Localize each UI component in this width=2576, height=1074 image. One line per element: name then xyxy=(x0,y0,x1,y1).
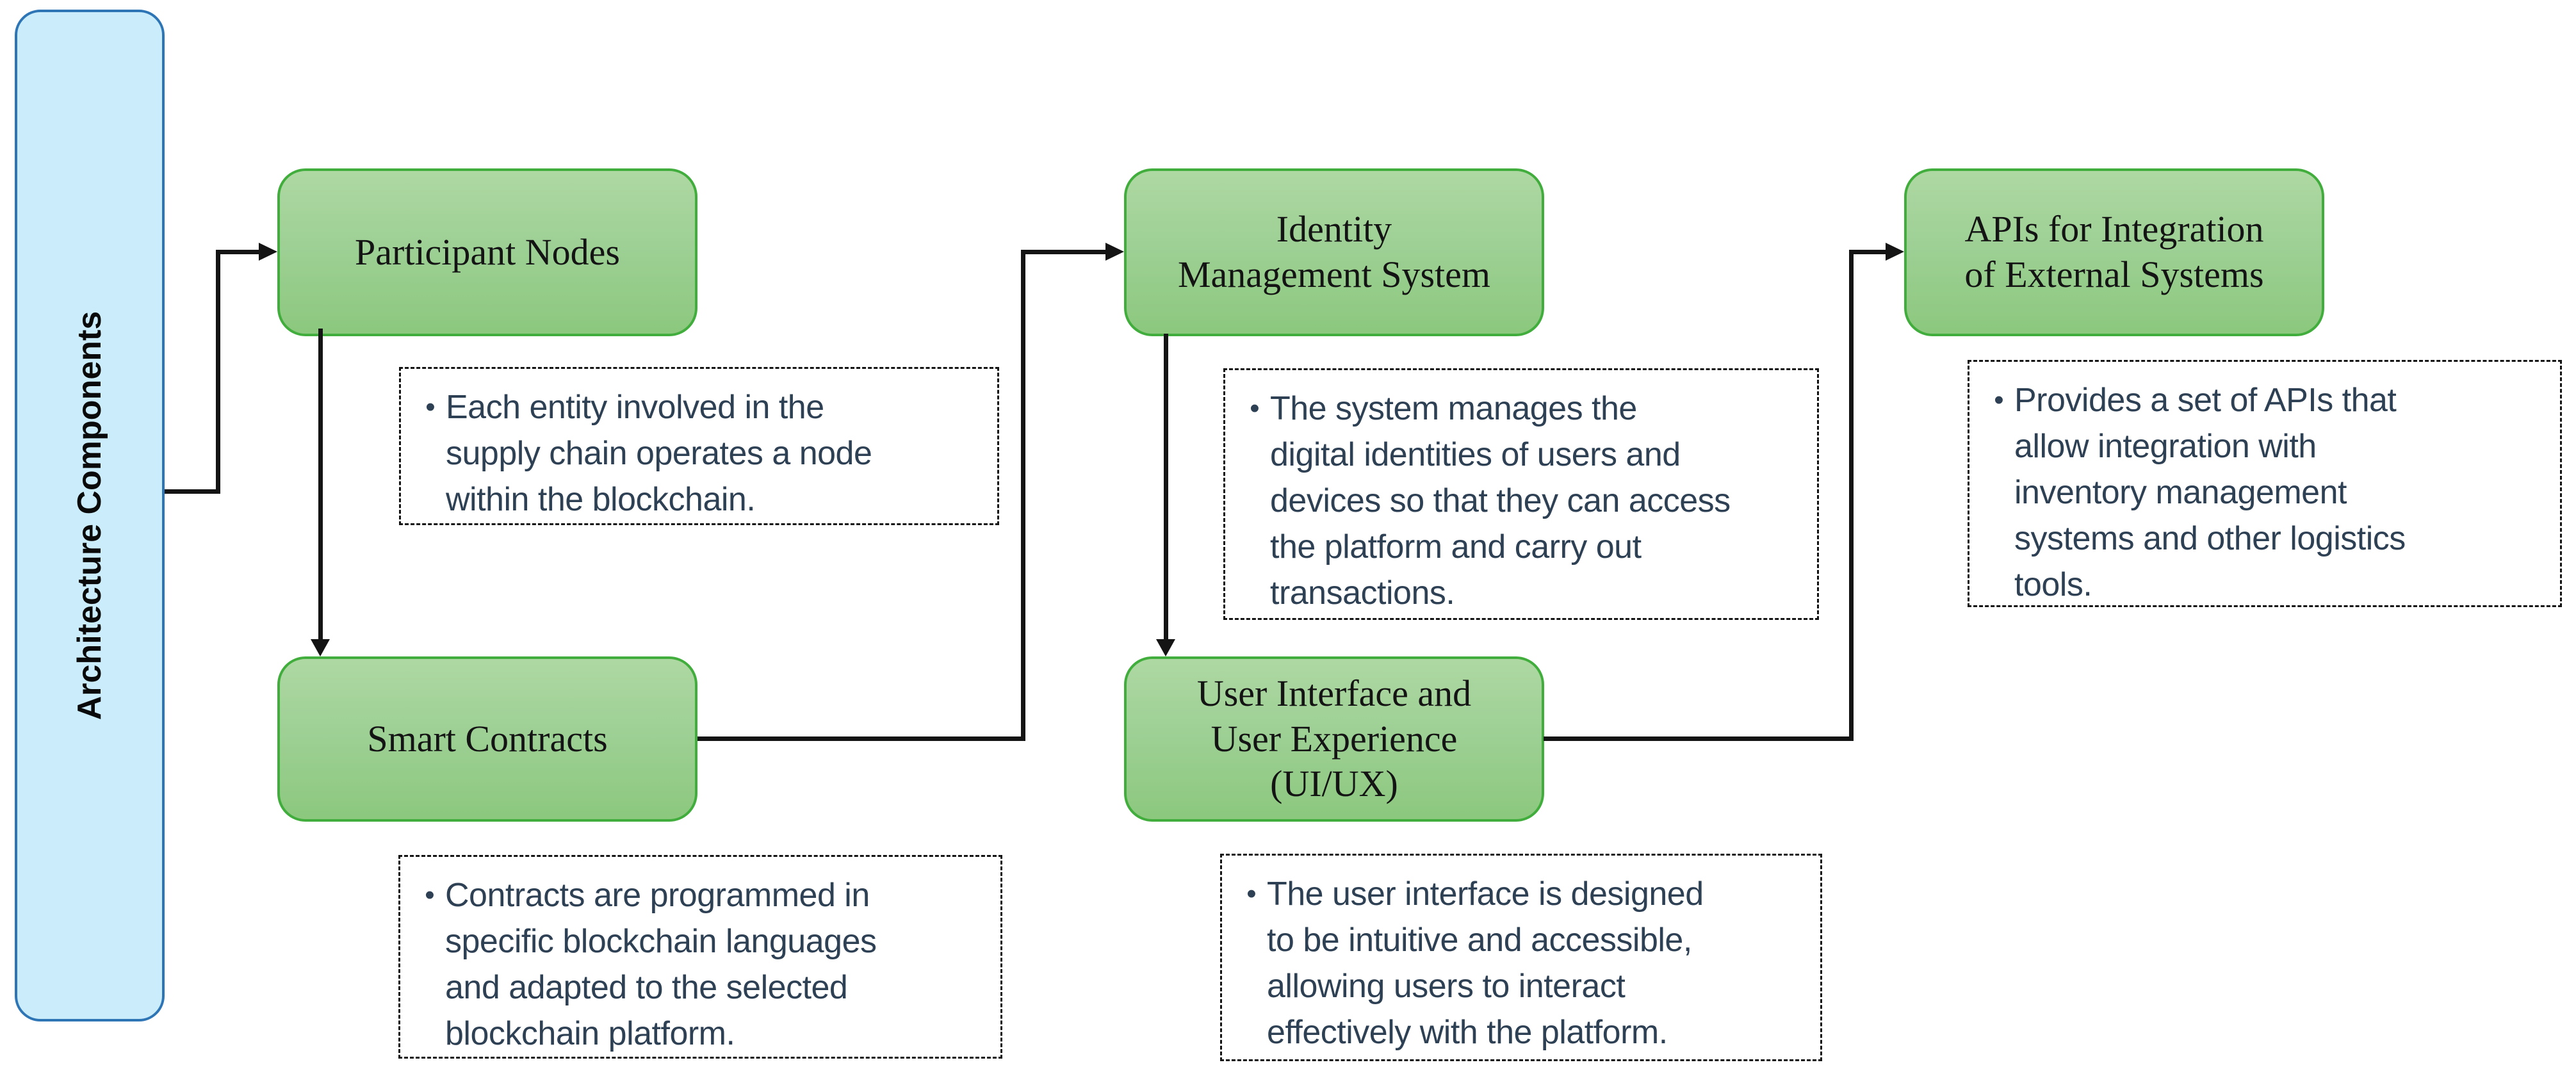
note-text: The user interface is designed to be int… xyxy=(1267,875,1704,1051)
connector-identity-uiux-v xyxy=(1164,334,1168,640)
sidebar-label: Architecture Components xyxy=(71,311,108,720)
connector-smart-identity-v xyxy=(1021,250,1025,741)
node-title: User Interface and User Experience (UI/U… xyxy=(1196,672,1472,805)
node-title: Smart Contracts xyxy=(367,717,608,760)
note-text: Provides a set of APIs that allow integr… xyxy=(2014,382,2406,603)
note-smart-contracts: • Contracts are programmed in specific b… xyxy=(398,855,1002,1059)
note-text: Each entity involved in the supply chain… xyxy=(446,389,872,518)
bullet-icon: • xyxy=(1994,384,2004,416)
node-title: APIs for Integration of External Systems xyxy=(1964,208,2264,295)
connector-sidebar-participant-v xyxy=(216,250,220,494)
node-ui-ux: User Interface and User Experience (UI/U… xyxy=(1124,656,1544,822)
connector-uiux-apis-h2 xyxy=(1849,250,1886,254)
connector-sidebar-participant-h1 xyxy=(165,489,220,494)
node-apis-external-systems: APIs for Integration of External Systems xyxy=(1904,168,2324,336)
arrowhead-into-smart-contracts xyxy=(311,639,330,656)
note-ui-ux: • The user interface is designed to be i… xyxy=(1220,854,1822,1061)
node-smart-contracts: Smart Contracts xyxy=(277,656,697,822)
bullet-icon: • xyxy=(1250,393,1260,424)
connector-smart-identity-h2 xyxy=(1021,250,1106,254)
node-title: Identity Management System xyxy=(1177,208,1491,295)
arrowhead-into-apis xyxy=(1886,243,1904,261)
connector-participant-smart-v xyxy=(318,329,323,640)
connector-sidebar-participant-h2 xyxy=(216,250,261,254)
bullet-icon: • xyxy=(425,879,435,911)
arrowhead-into-identity-management xyxy=(1105,243,1124,261)
node-participant-nodes: Participant Nodes xyxy=(277,168,697,336)
sidebar-architecture-components: Architecture Components xyxy=(15,10,165,1021)
note-participant-nodes: • Each entity involved in the supply cha… xyxy=(399,367,999,525)
note-text: Contracts are programmed in specific blo… xyxy=(445,877,877,1052)
arrowhead-into-participant-nodes xyxy=(259,243,277,261)
node-identity-management-system: Identity Management System xyxy=(1124,168,1544,336)
note-text: The system manages the digital identitie… xyxy=(1270,390,1731,612)
connector-uiux-apis-v xyxy=(1849,250,1854,741)
arrowhead-into-ui-ux xyxy=(1156,639,1175,656)
node-title: Participant Nodes xyxy=(355,231,620,273)
note-identity-management-system: • The system manages the digital identit… xyxy=(1223,368,1819,620)
note-apis-external-systems: • Provides a set of APIs that allow inte… xyxy=(1968,360,2562,607)
connector-smart-identity-h1 xyxy=(697,736,1025,741)
bullet-icon: • xyxy=(425,391,436,423)
connector-uiux-apis-h1 xyxy=(1544,736,1854,741)
bullet-icon: • xyxy=(1246,878,1257,909)
